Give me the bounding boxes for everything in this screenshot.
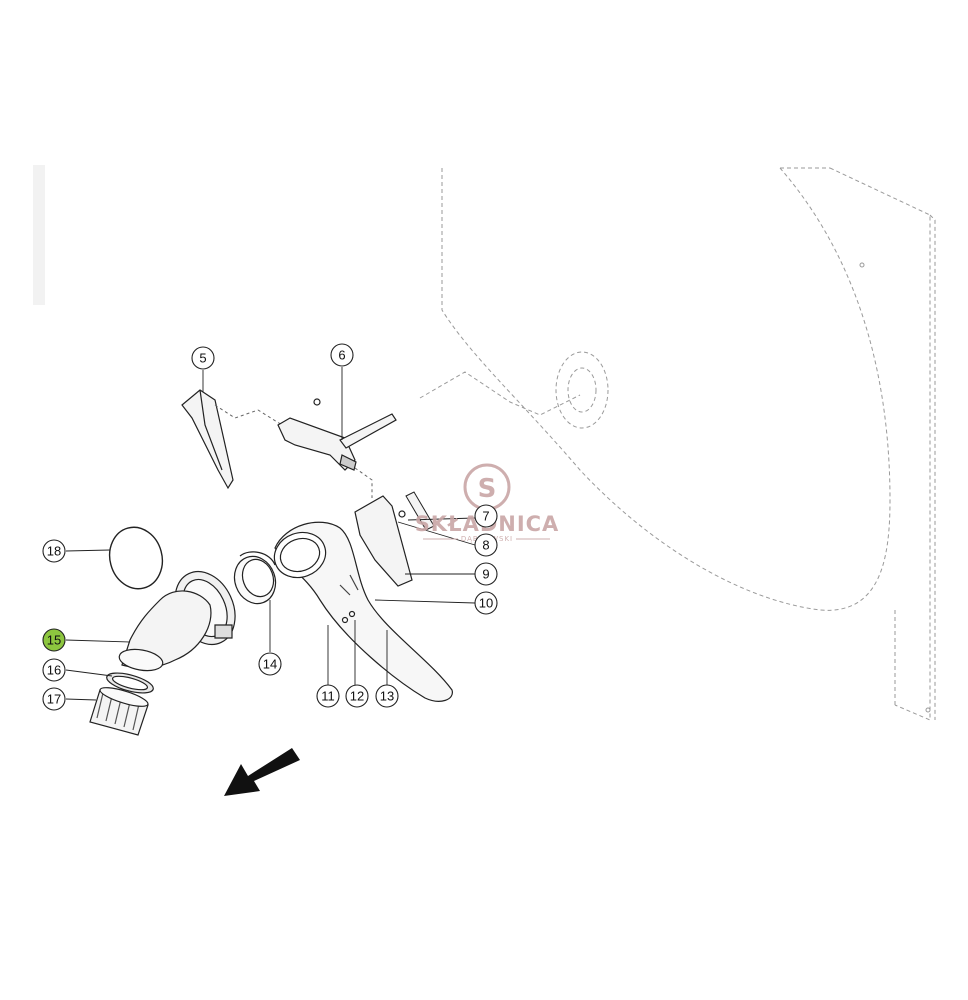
callout-bubble [42, 687, 66, 711]
callout-label: 17 [47, 692, 61, 707]
callout-5: 5 [191, 346, 215, 370]
housing-outline [419, 167, 936, 721]
callout-bubble [474, 504, 498, 528]
direction-arrow-icon [224, 748, 300, 796]
callout-label: 16 [47, 663, 61, 678]
callout-15: 15 [42, 628, 66, 652]
watermark: S SKŁADNICA DĄBROWSKI [415, 463, 558, 543]
part-7-small-clip [405, 491, 435, 531]
callout-label: 11 [321, 689, 335, 704]
callout-label: 18 [47, 544, 61, 559]
callout-9: 9 [474, 562, 498, 586]
callout-18: 18 [42, 539, 66, 563]
part-16-hose-clamp [106, 672, 154, 694]
callout-7: 7 [474, 504, 498, 528]
callout-label: 12 [350, 689, 364, 704]
part-14-clamp-ring [233, 551, 277, 605]
callout-label: 10 [479, 596, 493, 611]
callout-label: 15 [47, 633, 61, 648]
callout-bubble [42, 628, 66, 652]
part-9-bracket [354, 495, 413, 587]
part-6-lever [277, 398, 397, 471]
callout-bubble [330, 343, 354, 367]
callout-bubble [258, 652, 282, 676]
callout-label: 7 [482, 509, 489, 524]
callout-label: 6 [338, 348, 345, 363]
part-18-o-ring [108, 526, 164, 590]
housing-hole [925, 707, 931, 713]
spout-chute [273, 521, 453, 702]
callout-bubble [42, 539, 66, 563]
part-15-elbow [118, 570, 236, 672]
callout-6: 6 [330, 343, 354, 367]
callout-label: 9 [482, 567, 489, 582]
callout-8: 8 [474, 533, 498, 557]
callout-bubble [316, 684, 340, 708]
callout-label: 14 [263, 657, 277, 672]
callout-17: 17 [42, 687, 66, 711]
part-5-leader-dashed [214, 404, 283, 426]
callout-bubble [474, 533, 498, 557]
callout-14: 14 [258, 652, 282, 676]
part-6-leader-dashed [354, 467, 373, 498]
watermark-logo-letter: S [478, 474, 497, 504]
housing-hole [859, 262, 865, 268]
callout-11: 11 [316, 684, 340, 708]
left-margin-strip [33, 165, 45, 305]
callout-bubble [345, 684, 369, 708]
part-5-bracket [181, 389, 234, 490]
callout-13: 13 [375, 684, 399, 708]
part-17-hose [89, 687, 149, 736]
callout-label: 13 [380, 689, 394, 704]
callout-bubble [474, 591, 498, 615]
leader-lines [65, 367, 476, 701]
callout-bubble [375, 684, 399, 708]
callout-16: 16 [42, 658, 66, 682]
callout-bubble [42, 658, 66, 682]
callout-group: 5 6 7 8 9 10 11 12 13 14 15 16 17 18 [42, 343, 498, 711]
callout-bubble [474, 562, 498, 586]
callout-12: 12 [345, 684, 369, 708]
callout-label: 8 [482, 538, 489, 553]
callout-10: 10 [474, 591, 498, 615]
callout-label: 5 [199, 351, 206, 366]
callout-bubble [191, 346, 215, 370]
